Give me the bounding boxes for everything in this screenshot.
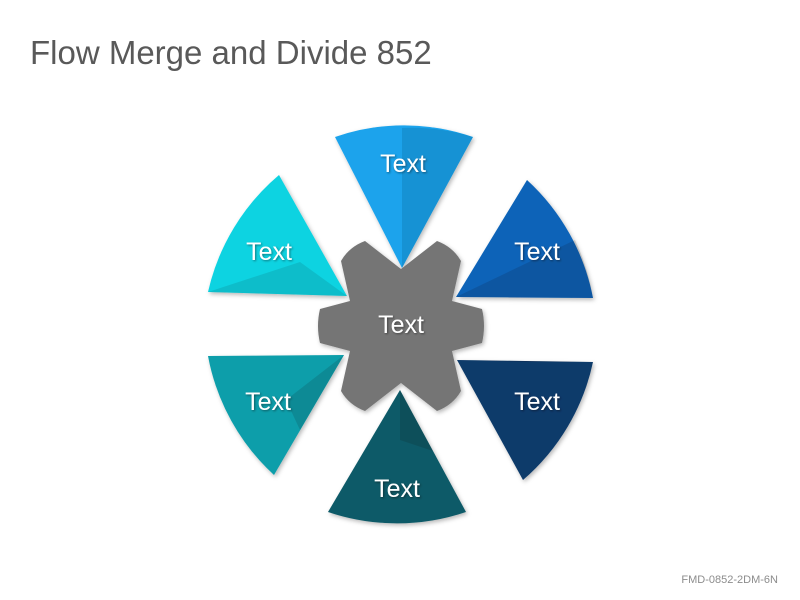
slide-code: FMD-0852-2DM-6N (681, 574, 778, 586)
segment-bottom[interactable]: Text (328, 390, 466, 524)
center-hub-label: Text (378, 311, 424, 339)
segment-top-shade (402, 127, 473, 268)
segment-top-right[interactable]: Text (456, 180, 593, 298)
segment-bottom-right-shade (457, 360, 593, 362)
segment-bottom-right[interactable]: Text (457, 360, 593, 480)
segment-bottom-left[interactable]: Text (208, 355, 344, 475)
segment-top-right-shade (456, 240, 593, 298)
segment-top[interactable]: Text (335, 125, 473, 268)
segment-bottom-label: Text (374, 475, 420, 503)
segment-bottom-left-shade (286, 355, 344, 430)
segment-bottom-shape (328, 390, 466, 524)
center-hub-shape (318, 241, 484, 411)
segment-top-left[interactable]: Text (208, 175, 347, 296)
segment-top-left-shade (208, 262, 347, 296)
segment-bottom-right-label: Text (514, 388, 560, 416)
page-title: Flow Merge and Divide 852 (30, 34, 432, 71)
segment-bottom-shade (400, 390, 433, 451)
segment-bottom-right-shape (457, 360, 593, 480)
center-hub[interactable]: Text (318, 241, 484, 411)
segment-top-left-label: Text (246, 238, 292, 266)
segment-top-right-label: Text (514, 238, 560, 266)
segment-top-label: Text (380, 150, 426, 178)
segment-top-left-shape (208, 175, 347, 296)
segment-bottom-left-label: Text (245, 388, 291, 416)
